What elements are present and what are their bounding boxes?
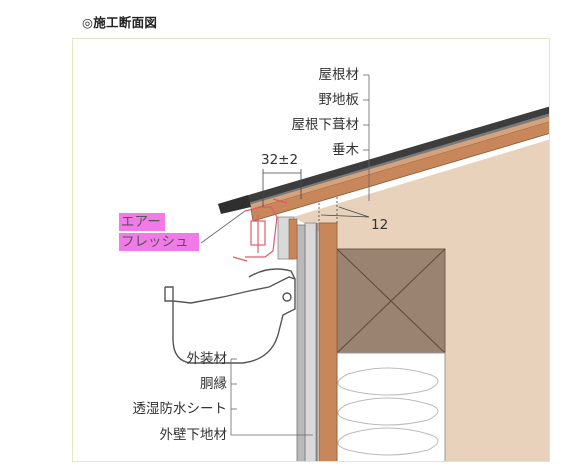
product-highlight-2 [119, 233, 199, 251]
page-title: ◎施工断面図 [82, 15, 158, 30]
furring [304, 222, 317, 461]
product-highlight-1 [119, 213, 165, 231]
underlayment [248, 113, 549, 205]
label-underlayment: 屋根下葺材 [291, 117, 360, 133]
label-moisture-sheet: 透湿防水シート [132, 401, 228, 417]
dimension-top [262, 169, 302, 207]
section-diagram [164, 74, 549, 461]
rafter [250, 121, 549, 222]
bottom-label-leaders [230, 358, 313, 436]
label-exterior-cladding: 外装材 [186, 351, 228, 367]
product-leader [200, 210, 246, 244]
air-fresh-vent [232, 198, 288, 262]
product-name-line2: フレッシュ [121, 234, 189, 250]
wall-substrate [318, 222, 338, 461]
exterior-cladding [296, 224, 306, 461]
insulation [336, 352, 446, 461]
dimension-top-label: 32±2 [261, 152, 299, 168]
gutter [164, 268, 296, 364]
product-name-line1: エアー [121, 214, 161, 230]
sheathing [249, 116, 549, 209]
label-rafter: 垂木 [332, 142, 359, 158]
label-sheathing: 野地板 [318, 92, 360, 108]
label-furring: 胴縁 [200, 376, 227, 392]
label-roof-material: 屋根材 [318, 67, 360, 83]
dimension-side-leaders [318, 197, 370, 223]
dimension-side-label: 12 [371, 217, 389, 233]
label-wall-substrate: 外壁下地材 [159, 427, 228, 443]
section-diagram-frame: エアー フレッシュ 屋根材 野地板 屋根下葺材 垂木 32±2 12 外装材 胴… [72, 38, 550, 462]
top-label-leaders [363, 74, 370, 201]
